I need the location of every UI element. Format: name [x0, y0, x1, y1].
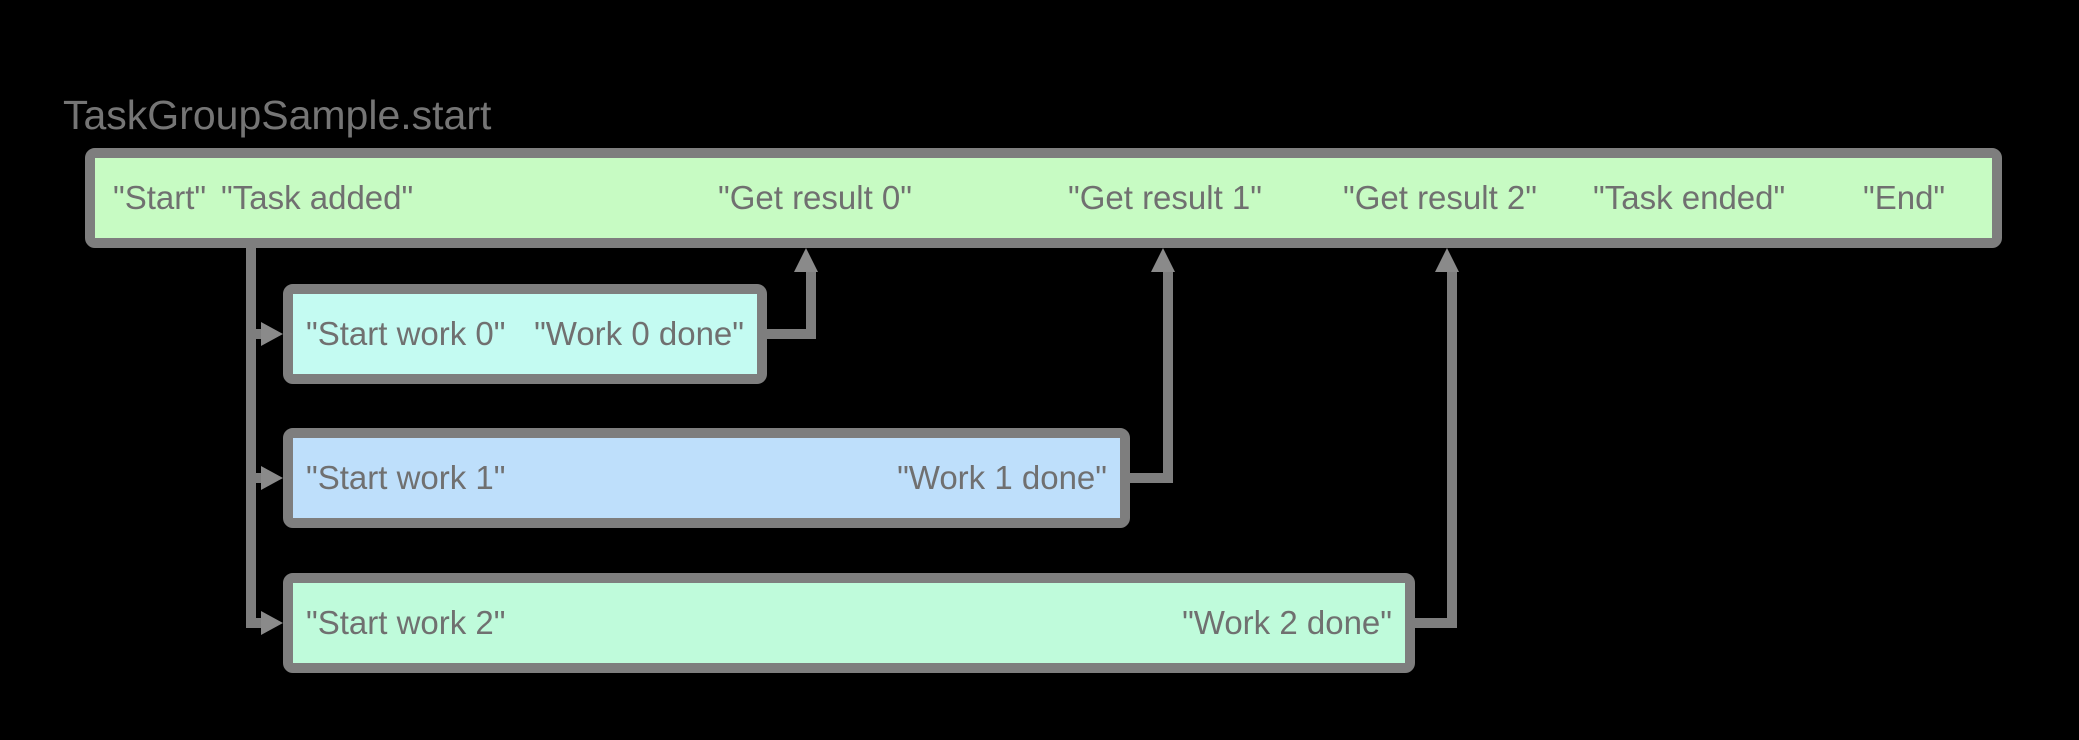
event-start-label: "Start" [113, 179, 207, 216]
fork-branch-1-line [246, 473, 263, 483]
return-1-up-line [1163, 270, 1173, 483]
event-end-label: "End" [1863, 179, 1946, 216]
work-0-done-label: "Work 0 done" [534, 315, 744, 352]
fork-branch-2-line [246, 618, 263, 628]
return-0-arrowhead-icon [794, 248, 818, 272]
fork-branch-2-arrowhead-icon [261, 611, 283, 635]
work-1-start-label: "Start work 1" [306, 459, 506, 496]
work-2-start-label: "Start work 2" [306, 604, 506, 641]
event-get-result-0-label: "Get result 0" [718, 179, 913, 216]
fork-branch-0-line [246, 329, 263, 339]
return-2-elbow-line [1410, 618, 1457, 628]
task-bar-work-1: "Start work 1" "Work 1 done" [283, 428, 1130, 528]
fork-trunk-line [246, 248, 256, 628]
return-0-up-line [806, 270, 816, 339]
return-1-arrowhead-icon [1151, 248, 1175, 272]
fork-branch-0-arrowhead-icon [261, 322, 283, 346]
return-2-up-line [1447, 270, 1457, 628]
main-task-bar: "Start" "Task added" "Get result 0" "Get… [85, 148, 2002, 248]
event-get-result-2-label: "Get result 2" [1343, 179, 1538, 216]
fork-branch-1-arrowhead-icon [261, 466, 283, 490]
event-task-ended-label: "Task ended" [1593, 179, 1786, 216]
work-0-start-label: "Start work 0" [306, 315, 506, 352]
task-bar-work-0: "Start work 0" "Work 0 done" [283, 284, 767, 384]
diagram-title: TaskGroupSample.start [63, 92, 492, 138]
task-bar-work-2: "Start work 2" "Work 2 done" [283, 573, 1415, 673]
work-2-done-label: "Work 2 done" [1182, 604, 1392, 641]
work-1-done-label: "Work 1 done" [897, 459, 1107, 496]
return-2-arrowhead-icon [1435, 248, 1459, 272]
event-get-result-1-label: "Get result 1" [1068, 179, 1263, 216]
event-task-added-label: "Task added" [221, 179, 414, 216]
return-0-elbow-line [762, 329, 816, 339]
return-1-elbow-line [1125, 473, 1173, 483]
